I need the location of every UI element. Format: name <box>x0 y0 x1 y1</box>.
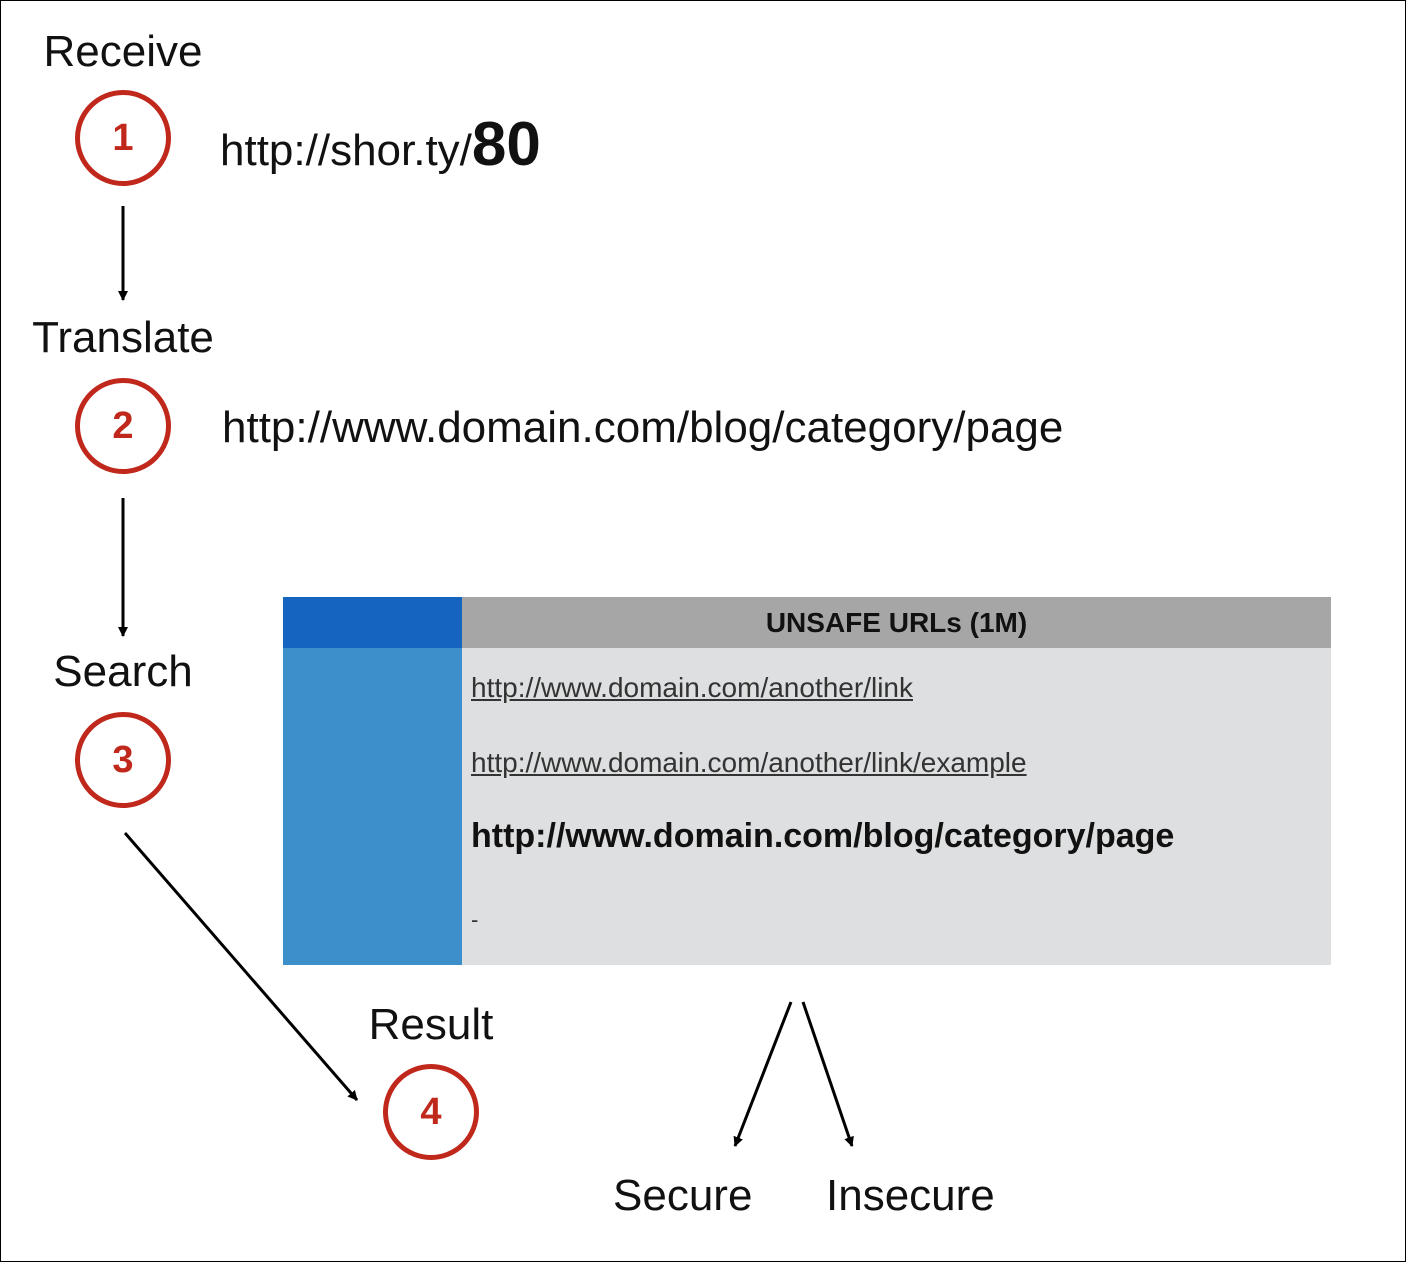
table-title: UNSAFE URLs (1M) <box>462 597 1331 648</box>
step-number-4: 4 <box>383 1064 479 1160</box>
table-body <box>462 648 1331 965</box>
step-number-2: 2 <box>75 378 171 474</box>
arrow-to-insecure <box>801 1001 854 1147</box>
short-url-code: 80 <box>471 110 541 179</box>
arrow-search-to-result <box>123 832 359 1101</box>
step-label-result: Result <box>368 1000 494 1049</box>
outcome-insecure: Insecure <box>826 1171 995 1220</box>
step-label-search: Search <box>53 647 193 696</box>
table-row-unsafe-url[interactable]: http://www.domain.com/another/link/examp… <box>471 747 1027 778</box>
short-url-prefix: http://shor.ty/ <box>220 126 472 175</box>
table-key-column <box>283 648 462 965</box>
arrow-to-secure <box>733 1001 793 1147</box>
table-row-unsafe-url[interactable]: http://www.domain.com/another/link <box>471 672 913 703</box>
short-url: http://shor.ty/80 <box>220 114 541 176</box>
step-label-receive: Receive <box>43 27 203 76</box>
outcome-secure: Secure <box>613 1171 753 1220</box>
table-key-header <box>283 597 462 648</box>
unsafe-urls-table: UNSAFE URLs (1M) http://www.domain.com/a… <box>283 597 1331 965</box>
step-number-1: 1 <box>75 90 171 186</box>
table-row-ellipsis: - <box>471 907 479 932</box>
step-number-3: 3 <box>75 712 171 808</box>
long-url: http://www.domain.com/blog/category/page <box>222 403 1064 452</box>
table-row-matched-url: http://www.domain.com/blog/category/page <box>471 817 1175 855</box>
step-label-translate: Translate <box>32 313 214 362</box>
